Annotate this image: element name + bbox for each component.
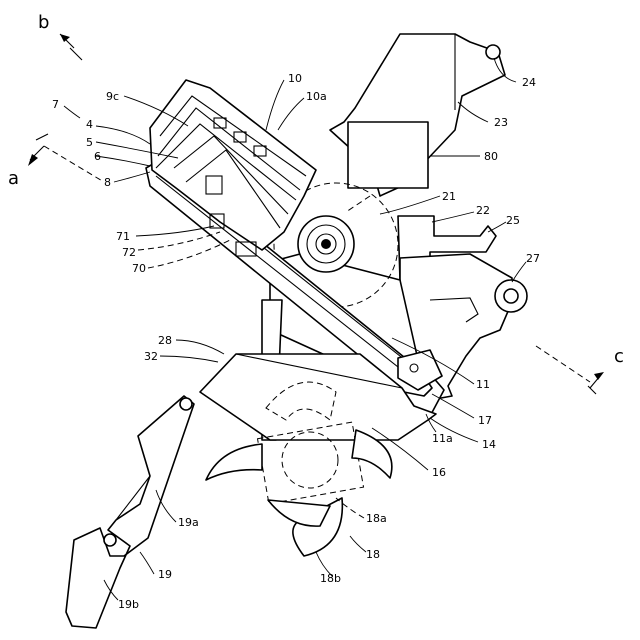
view-label-c: c — [614, 346, 624, 367]
label-14: 14 — [482, 438, 496, 451]
label-71: 71 — [116, 230, 130, 243]
label-18: 18 — [366, 548, 380, 561]
label-5: 5 — [86, 136, 93, 149]
label-28: 28 — [158, 334, 172, 347]
label-9c: 9c — [106, 90, 119, 103]
label-25: 25 — [506, 214, 520, 227]
label-6: 6 — [94, 150, 101, 163]
label-19a: 19a — [178, 516, 199, 529]
housing-box-80 — [348, 122, 428, 188]
housing-7 — [150, 80, 316, 256]
label-70: 70 — [132, 262, 146, 275]
label-16: 16 — [432, 466, 446, 479]
label-19b: 19b — [118, 598, 139, 611]
label-24: 24 — [522, 76, 536, 89]
label-21: 21 — [442, 190, 456, 203]
label-4: 4 — [86, 118, 93, 131]
label-19: 19 — [158, 568, 172, 581]
label-32: 32 — [144, 350, 158, 363]
label-23: 23 — [494, 116, 508, 129]
label-18a: 18a — [366, 512, 387, 525]
label-80: 80 — [484, 150, 498, 163]
label-11: 11 — [476, 378, 490, 391]
bucket-19 — [66, 396, 194, 628]
label-8: 8 — [104, 176, 111, 189]
label-22: 22 — [476, 204, 490, 217]
label-10: 10 — [288, 72, 302, 85]
label-27: 27 — [526, 252, 540, 265]
view-label-a: a — [8, 168, 19, 189]
label-10a: 10a — [306, 90, 327, 103]
label-7: 7 — [52, 98, 59, 111]
label-72: 72 — [122, 246, 136, 259]
label-18b: 18b — [320, 572, 341, 585]
label-17: 17 — [478, 414, 492, 427]
label-11a: 11a — [432, 432, 453, 445]
view-label-b: b — [38, 12, 49, 33]
